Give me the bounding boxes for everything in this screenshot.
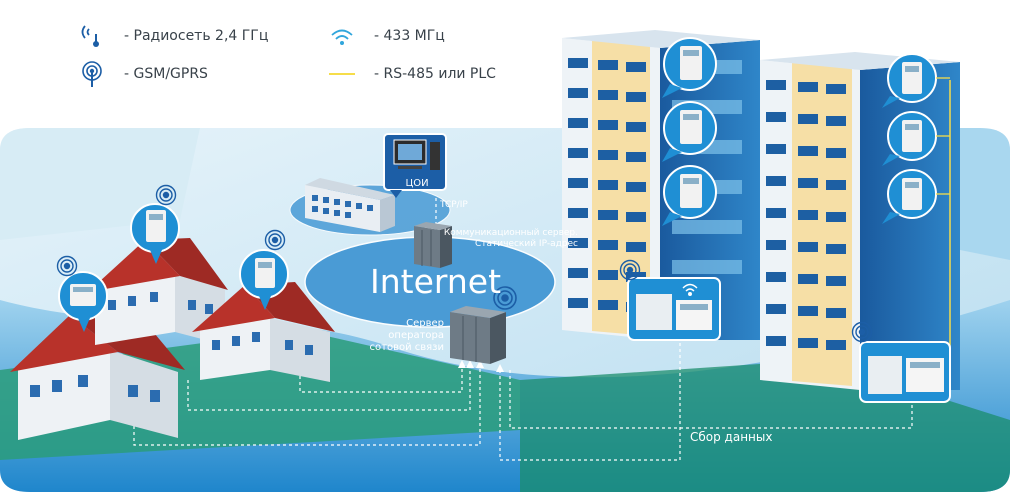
- concentrator-panel-1: [619, 259, 721, 341]
- meter-callout-apt-2a: [882, 53, 937, 108]
- meter-callout-apt-1a: [662, 37, 717, 98]
- highrise-2: [760, 52, 960, 390]
- legend-label-433: - 433 МГц: [374, 28, 445, 44]
- gsm-antenna-icon: [264, 229, 286, 251]
- meter-callout-apt-2c: [882, 169, 937, 224]
- meter-callout-house-left: [56, 255, 108, 332]
- office-building: [305, 178, 395, 232]
- coi-callout: [383, 133, 447, 198]
- wifi-icon: [682, 283, 698, 296]
- legend-item-radio: - Радиосеть 2,4 ГГц: [70, 22, 268, 50]
- gsm-gprs-icon: [70, 60, 114, 88]
- legend-label-radio: - Радиосеть 2,4 ГГц: [124, 28, 269, 44]
- operator-server-label: Сервер оператора сотовой связи: [369, 318, 444, 353]
- meter-callout-house-right: [239, 229, 289, 310]
- wifi-433mhz-icon: [320, 22, 364, 50]
- gsm-antenna-icon: [619, 259, 641, 281]
- comm-server-rack: [414, 222, 452, 268]
- meter-callout-house-middle: [130, 184, 180, 264]
- legend: - Радиосеть 2,4 ГГц - 433 МГц - GSM/GPRS…: [70, 16, 590, 96]
- legend-item-rs485: - RS-485 или PLC: [320, 60, 496, 88]
- arrow-heads: [458, 360, 504, 372]
- legend-label-rs485: - RS-485 или PLC: [374, 66, 496, 82]
- gsm-antenna-icon: [155, 184, 177, 206]
- meter-callout-apt-2b: [882, 111, 937, 166]
- data-links: [133, 198, 913, 461]
- meter-callout-apt-1c: [662, 165, 717, 226]
- gsm-antenna-icon: [56, 255, 78, 277]
- operator-server-rack: [450, 286, 517, 364]
- radio-2-4ghz-icon: [70, 22, 114, 50]
- comm-server-label: Коммуникационный сервер. Статический IP-…: [443, 228, 578, 249]
- legend-item-gsm: - GSM/GPRS: [70, 60, 208, 88]
- rs485-wiring: [936, 77, 950, 195]
- gsm-antenna-icon: [851, 321, 873, 343]
- data-collection-label: Сбор данных: [690, 430, 773, 444]
- gsm-antenna-icon: [493, 286, 517, 310]
- meter-callout-apt-1b: [662, 101, 717, 162]
- legend-item-433: - 433 МГц: [320, 22, 445, 50]
- tcp-ip-label: TCP/IP: [440, 200, 468, 210]
- coi-label: ЦОИ: [405, 178, 429, 189]
- internet-label: Internet: [370, 262, 502, 301]
- rs485-plc-line-icon: [320, 60, 364, 88]
- legend-label-gsm: - GSM/GPRS: [124, 66, 208, 82]
- concentrator-panel-2: [851, 321, 951, 403]
